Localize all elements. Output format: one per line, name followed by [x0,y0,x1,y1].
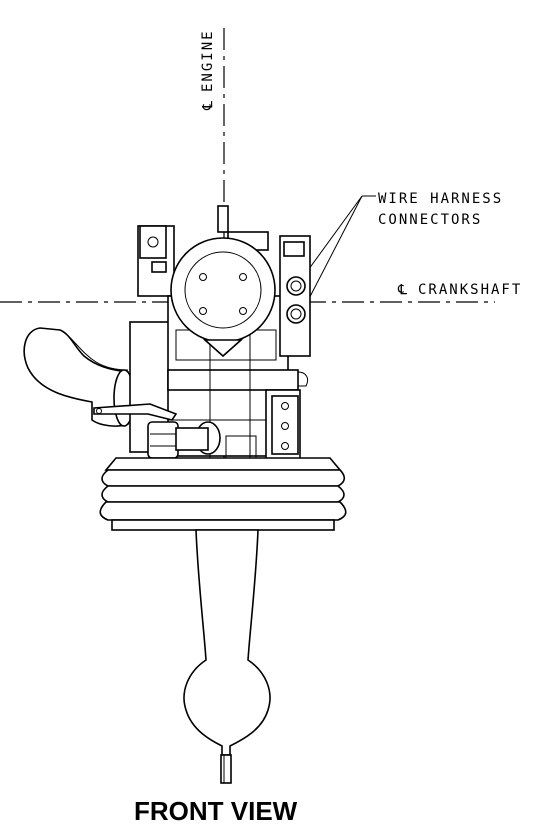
left-bracket [139,225,167,273]
centerline-symbol-engine: ℄ [200,99,216,111]
view-title: FRONT VIEW [134,796,298,826]
centerline-symbol-crankshaft: ℄ [397,282,409,298]
drive-shaft-housing [183,529,271,784]
hex-fitting [147,421,221,459]
right-valve-plate [271,371,309,455]
throttle-lever [93,403,178,421]
engine-centerline-label: ENGINE [200,29,216,92]
circular-housing [170,237,276,358]
top-fill-cap [217,205,229,233]
wire-harness-label-line2: CONNECTORS [378,212,482,228]
pulley [99,469,347,531]
wire-harness-label-line1: WIRE HARNESS [378,191,503,207]
wire-harness-connectors [283,241,306,324]
crankshaft-centerline-label: CRANKSHAFT [418,282,522,298]
